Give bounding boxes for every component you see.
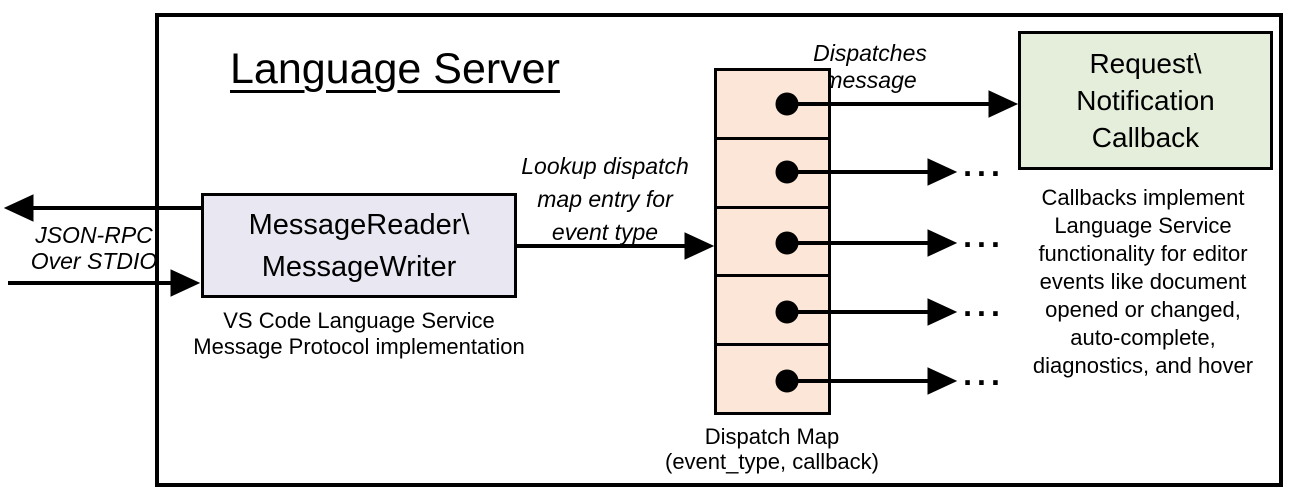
dispatch-map-cell	[717, 205, 828, 275]
callbacks-note-line: functionality for editor	[1038, 241, 1248, 266]
stdio-channel-label: JSON-RPC Over STDIO	[10, 222, 178, 274]
dispatch-map-cell	[717, 71, 828, 137]
ellipsis-row-3: ...	[963, 218, 1005, 254]
stdio-label-line2: Over STDIO	[30, 248, 158, 274]
callback-box-line2: Notification	[1076, 85, 1215, 116]
request-notification-callback-box: Request\ Notification Callback	[1018, 31, 1273, 170]
lookup-label-line3: event type	[551, 219, 659, 245]
diagram-title: Language Server	[230, 45, 560, 93]
stdio-label-line1: JSON-RPC	[35, 222, 153, 248]
callbacks-note-line: events like document	[1039, 269, 1247, 294]
dispatch-caption-line2: (event_type, callback)	[665, 449, 879, 474]
dispatches-label-line1: Dispatches	[813, 40, 927, 66]
dispatch-map-cell	[717, 274, 828, 343]
dispatch-map-cell	[717, 136, 828, 206]
language-server-container-box	[155, 13, 1283, 487]
dispatches-message-label: Dispatches message	[780, 40, 960, 94]
message-box-line1: MessageReader\	[248, 208, 470, 241]
callbacks-note-line: diagnostics, and hover	[1032, 353, 1254, 378]
dispatch-map-caption: Dispatch Map (event_type, callback)	[642, 424, 902, 474]
callback-box-line1: Request\	[1089, 48, 1202, 79]
callbacks-note-line: Language Service	[1054, 213, 1232, 238]
ellipsis-row-4: ...	[963, 287, 1005, 323]
dispatches-label-line2: message	[823, 67, 917, 93]
message-caption-line1: VS Code Language Service	[223, 308, 495, 333]
callback-box-line3: Callback	[1091, 122, 1200, 153]
dispatch-map-cell	[717, 343, 828, 412]
lookup-dispatch-label: Lookup dispatch map entry for event type	[495, 150, 715, 249]
message-box-caption: VS Code Language Service Message Protoco…	[179, 308, 539, 360]
dispatch-caption-line1: Dispatch Map	[704, 424, 840, 449]
callbacks-note-line: auto-complete,	[1070, 325, 1216, 350]
lookup-label-line2: map entry for	[537, 186, 673, 212]
callbacks-note-line: Callbacks implement	[1041, 185, 1245, 210]
callbacks-note-line: opened or changed,	[1045, 297, 1241, 322]
message-caption-line2: Message Protocol implementation	[193, 334, 525, 359]
callbacks-note: Callbacks implement Language Service fun…	[1016, 184, 1270, 380]
ellipsis-row-2: ...	[963, 147, 1005, 183]
message-box-line2: MessageWriter	[261, 250, 457, 283]
message-reader-writer-box: MessageReader\ MessageWriter	[201, 193, 517, 298]
ellipsis-row-5: ...	[963, 356, 1005, 392]
dispatch-map	[714, 68, 831, 415]
lookup-label-line1: Lookup dispatch	[521, 153, 689, 179]
